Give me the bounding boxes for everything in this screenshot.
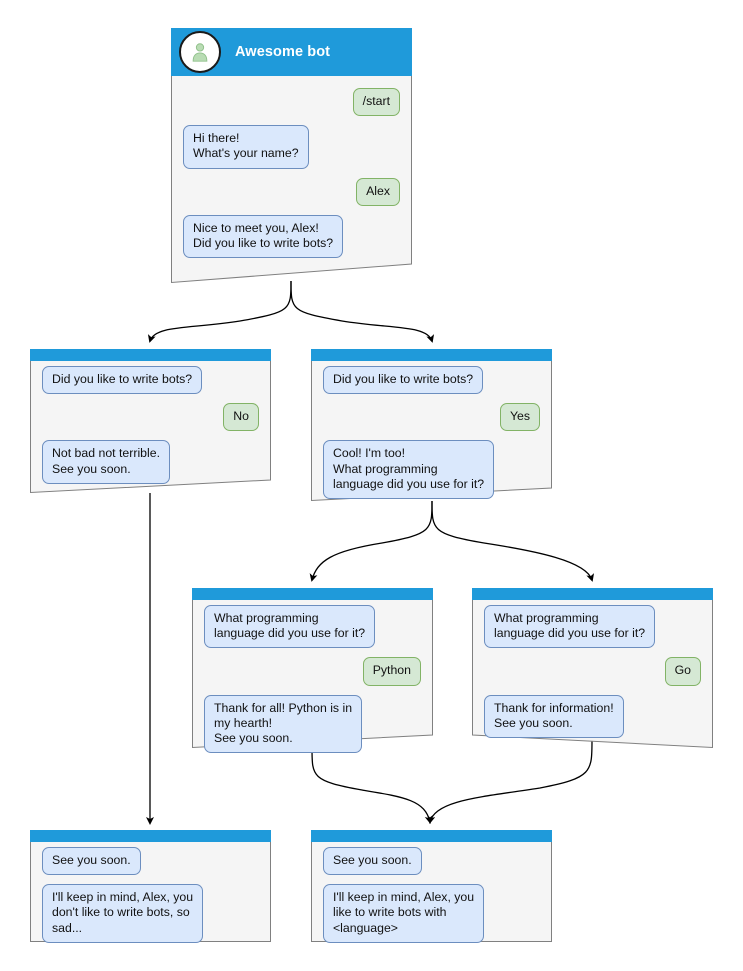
card-start-messages: /start Hi there! What's your name? Alex …	[171, 88, 412, 259]
card-python-header	[192, 588, 433, 600]
message-row: Hi there! What's your name?	[183, 125, 400, 169]
message-row: See you soon.	[323, 847, 540, 876]
bot-message-bubble[interactable]: Thank for information! See you soon.	[484, 694, 624, 739]
bot-message-bubble[interactable]: Did you like to write bots?	[42, 366, 203, 395]
bot-message-bubble[interactable]: Did you like to write bots?	[323, 366, 484, 395]
message-row: No	[42, 403, 259, 432]
message-row: Nice to meet you, Alex! Did you like to …	[183, 214, 400, 259]
bot-message-bubble[interactable]: Cool! I'm too! What programming language…	[323, 440, 495, 500]
user-message-bubble[interactable]: Python	[362, 657, 421, 686]
card-no-messages: Did you like to write bots? No Not bad n…	[30, 366, 271, 484]
message-row: See you soon.	[42, 847, 259, 876]
bot-message-bubble[interactable]: Nice to meet you, Alex! Did you like to …	[183, 214, 344, 259]
bot-message-bubble[interactable]: What programming language did you use fo…	[484, 605, 656, 649]
card-no[interactable]: Did you like to write bots? No Not bad n…	[30, 349, 271, 494]
edge-yes-to-go	[431, 500, 594, 582]
edge-go-to-end-happy	[427, 739, 593, 824]
bot-message-bubble[interactable]: I'll keep in mind, Alex, you don't like …	[42, 884, 204, 943]
message-row: Alex	[183, 177, 400, 206]
message-row: What programming language did you use fo…	[204, 605, 421, 649]
message-row: What programming language did you use fo…	[484, 605, 701, 649]
card-yes-header	[311, 349, 552, 361]
card-no-header	[30, 349, 271, 361]
edge-python-to-end-happy	[311, 747, 433, 824]
message-row: Thank for information! See you soon.	[484, 694, 701, 739]
avatar	[179, 31, 221, 73]
card-end-sad-messages: See you soon. I'll keep in mind, Alex, y…	[30, 847, 271, 943]
card-end-happy-messages: See you soon. I'll keep in mind, Alex, y…	[311, 847, 552, 943]
card-end-happy-header	[311, 830, 552, 842]
message-row: Did you like to write bots?	[323, 366, 540, 395]
message-row: Not bad not terrible. See you soon.	[42, 440, 259, 484]
card-go[interactable]: What programming language did you use fo…	[472, 588, 713, 749]
user-message-bubble[interactable]: Alex	[356, 177, 400, 206]
bot-message-bubble[interactable]: See you soon.	[323, 847, 422, 876]
bot-message-bubble[interactable]: Not bad not terrible. See you soon.	[42, 440, 171, 484]
card-yes-messages: Did you like to write bots? Yes Cool! I'…	[311, 366, 552, 500]
message-row: Yes	[323, 403, 540, 432]
message-row: /start	[183, 88, 400, 117]
card-end-happy[interactable]: See you soon. I'll keep in mind, Alex, y…	[311, 830, 552, 943]
card-yes[interactable]: Did you like to write bots? Yes Cool! I'…	[311, 349, 552, 502]
card-start-header: Awesome bot	[171, 28, 412, 76]
card-go-header	[472, 588, 713, 600]
user-message-bubble[interactable]: Go	[664, 657, 701, 686]
card-start[interactable]: Awesome bot /start Hi there! What's your…	[171, 28, 412, 284]
message-row: Go	[484, 657, 701, 686]
message-row: Cool! I'm too! What programming language…	[323, 440, 540, 500]
card-end-sad-header	[30, 830, 271, 842]
user-message-bubble[interactable]: /start	[352, 88, 400, 117]
bot-name-label: Awesome bot	[235, 44, 331, 60]
card-python-messages: What programming language did you use fo…	[192, 605, 433, 754]
bot-message-bubble[interactable]: What programming language did you use fo…	[204, 605, 376, 649]
user-message-bubble[interactable]: Yes	[499, 403, 540, 432]
message-row: Thank for all! Python is in my hearth! S…	[204, 694, 421, 754]
message-row: Python	[204, 657, 421, 686]
bot-message-bubble[interactable]: Hi there! What's your name?	[183, 125, 309, 169]
card-go-messages: What programming language did you use fo…	[472, 605, 713, 739]
edge-start-to-no	[147, 280, 292, 343]
edge-yes-to-python	[309, 500, 433, 582]
message-row: Did you like to write bots?	[42, 366, 259, 395]
bot-message-bubble[interactable]: I'll keep in mind, Alex, you like to wri…	[323, 884, 485, 943]
message-row: I'll keep in mind, Alex, you like to wri…	[323, 884, 540, 943]
card-python[interactable]: What programming language did you use fo…	[192, 588, 433, 754]
user-message-bubble[interactable]: No	[223, 403, 259, 432]
message-row: I'll keep in mind, Alex, you don't like …	[42, 884, 259, 943]
card-end-sad[interactable]: See you soon. I'll keep in mind, Alex, y…	[30, 830, 271, 943]
bot-message-bubble[interactable]: Thank for all! Python is in my hearth! S…	[204, 694, 363, 754]
person-icon	[192, 43, 208, 62]
edge-start-to-yes	[290, 280, 435, 343]
bot-message-bubble[interactable]: See you soon.	[42, 847, 141, 876]
